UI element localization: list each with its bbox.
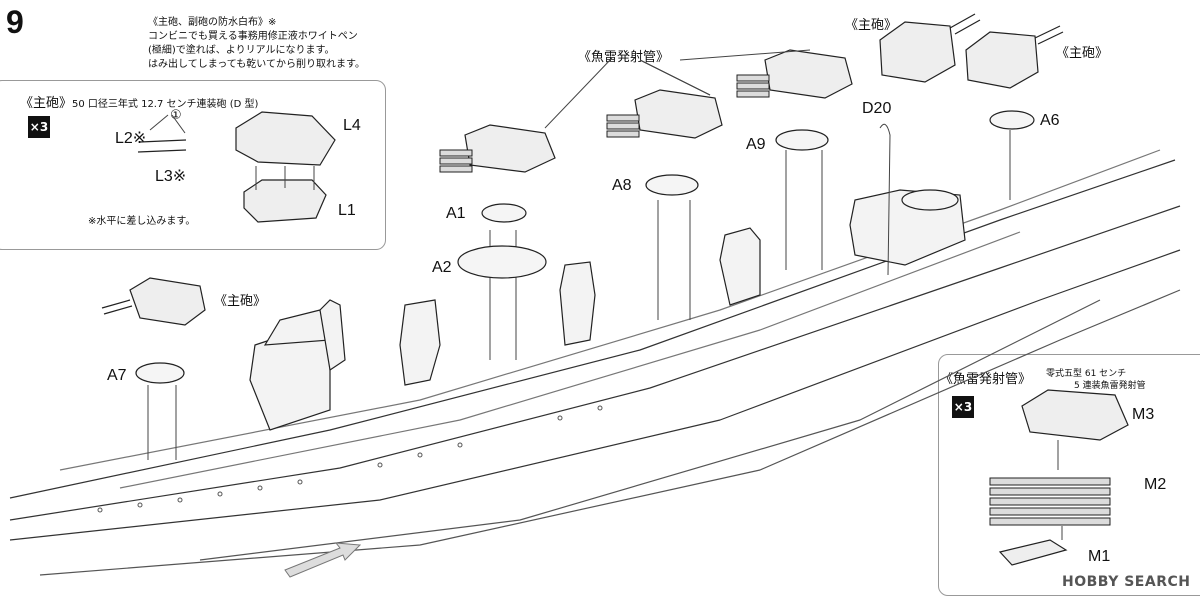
inset-main-gun-note: ※水平に差し込みます。 xyxy=(88,216,196,227)
torpedo-mount-1 xyxy=(464,124,556,173)
hull-bottom xyxy=(39,289,1181,576)
inset-base-L1 xyxy=(243,179,327,223)
part-L1: L1 xyxy=(338,202,356,219)
inset-main-gun-subtitle: 50 口径三年式 12.7 センチ連装砲 (D 型) xyxy=(72,99,259,110)
torpedo-mount-2 xyxy=(634,89,723,139)
inset-main-gun-panel xyxy=(0,80,386,250)
hull-side-lower xyxy=(9,249,1181,541)
part-L4: L4 xyxy=(343,117,361,134)
disc-A6 xyxy=(989,110,1035,130)
part-A9: A9 xyxy=(746,136,766,153)
turret-aft-2 xyxy=(965,31,1039,89)
funnel-1 xyxy=(399,299,441,386)
part-A1: A1 xyxy=(446,205,466,222)
part-D20: D20 xyxy=(862,100,892,117)
bridge-top xyxy=(263,309,331,346)
inset-main-gun-circled-number: ① xyxy=(170,108,182,123)
disc-A2 xyxy=(457,245,547,279)
inset-torpedo-M1 xyxy=(998,539,1068,566)
part-A7: A7 xyxy=(107,367,127,384)
part-M1: M1 xyxy=(1088,548,1111,565)
bridge-block xyxy=(249,329,331,431)
inset-torpedo-title: 《魚雷発射管》 xyxy=(940,372,1032,387)
part-M2: M2 xyxy=(1144,476,1167,493)
note-line-3: (極細)で塗れば、よりリアルになります。 xyxy=(148,45,335,56)
note-line-2: コンビニでも買える事務用修正液ホワイトペン xyxy=(148,31,358,42)
part-A6: A6 xyxy=(1040,112,1060,129)
turret-forward xyxy=(129,277,206,326)
inset-turret-L4 xyxy=(235,111,336,166)
watermark: HOBBY SEARCH xyxy=(1062,574,1191,590)
inset-torpedo-subtitle-1: 零式五型 61 センチ xyxy=(1046,369,1127,379)
disc-A1 xyxy=(481,203,527,223)
hull-side-upper xyxy=(9,205,1181,521)
step-number: 9 xyxy=(6,4,24,40)
part-M3: M3 xyxy=(1132,406,1155,423)
turret-aft-1 xyxy=(879,21,956,83)
inset-torpedo-subtitle-2: 5 連装魚雷発射管 xyxy=(1074,381,1146,391)
part-A8: A8 xyxy=(612,177,632,194)
waterline xyxy=(199,299,1101,561)
callout-main-gun-top: 《主砲》 xyxy=(845,18,898,33)
callout-torpedo: 《魚雷発射管》 xyxy=(578,50,670,65)
paint-note: 《主砲、副砲の防水白布》※ コンビニでも買える事務用修正液ホワイトペン (極細)… xyxy=(148,16,378,72)
part-L3: L3※ xyxy=(155,168,187,185)
inset-main-gun-qty-badge: ×3 xyxy=(28,116,50,138)
inset-torpedo-qty-badge: ×3 xyxy=(952,396,974,418)
aft-turret-base xyxy=(901,189,959,211)
direction-arrow xyxy=(284,542,362,578)
part-L2: L2※ xyxy=(115,130,147,147)
part-A2: A2 xyxy=(432,259,452,276)
hull-deck-edge xyxy=(9,159,1176,499)
inset-main-gun-title: 《主砲》 xyxy=(20,96,73,111)
callout-main-gun-right: 《主砲》 xyxy=(1056,46,1109,61)
funnel-2 xyxy=(559,261,596,346)
inset-torpedo-panel xyxy=(938,354,1200,596)
searchlight-tower xyxy=(719,227,761,306)
disc-A7 xyxy=(135,362,185,384)
note-line-1: 《主砲、副砲の防水白布》※ xyxy=(148,17,277,28)
callout-main-gun-left: 《主砲》 xyxy=(214,294,267,309)
inset-torpedo-M3 xyxy=(1021,389,1129,441)
disc-A9 xyxy=(775,129,829,151)
disc-A8 xyxy=(645,174,699,196)
mast xyxy=(319,299,346,372)
note-line-4: はみ出してしまっても乾いてから削り取れます。 xyxy=(148,59,365,70)
torpedo-mount-3 xyxy=(764,49,853,99)
